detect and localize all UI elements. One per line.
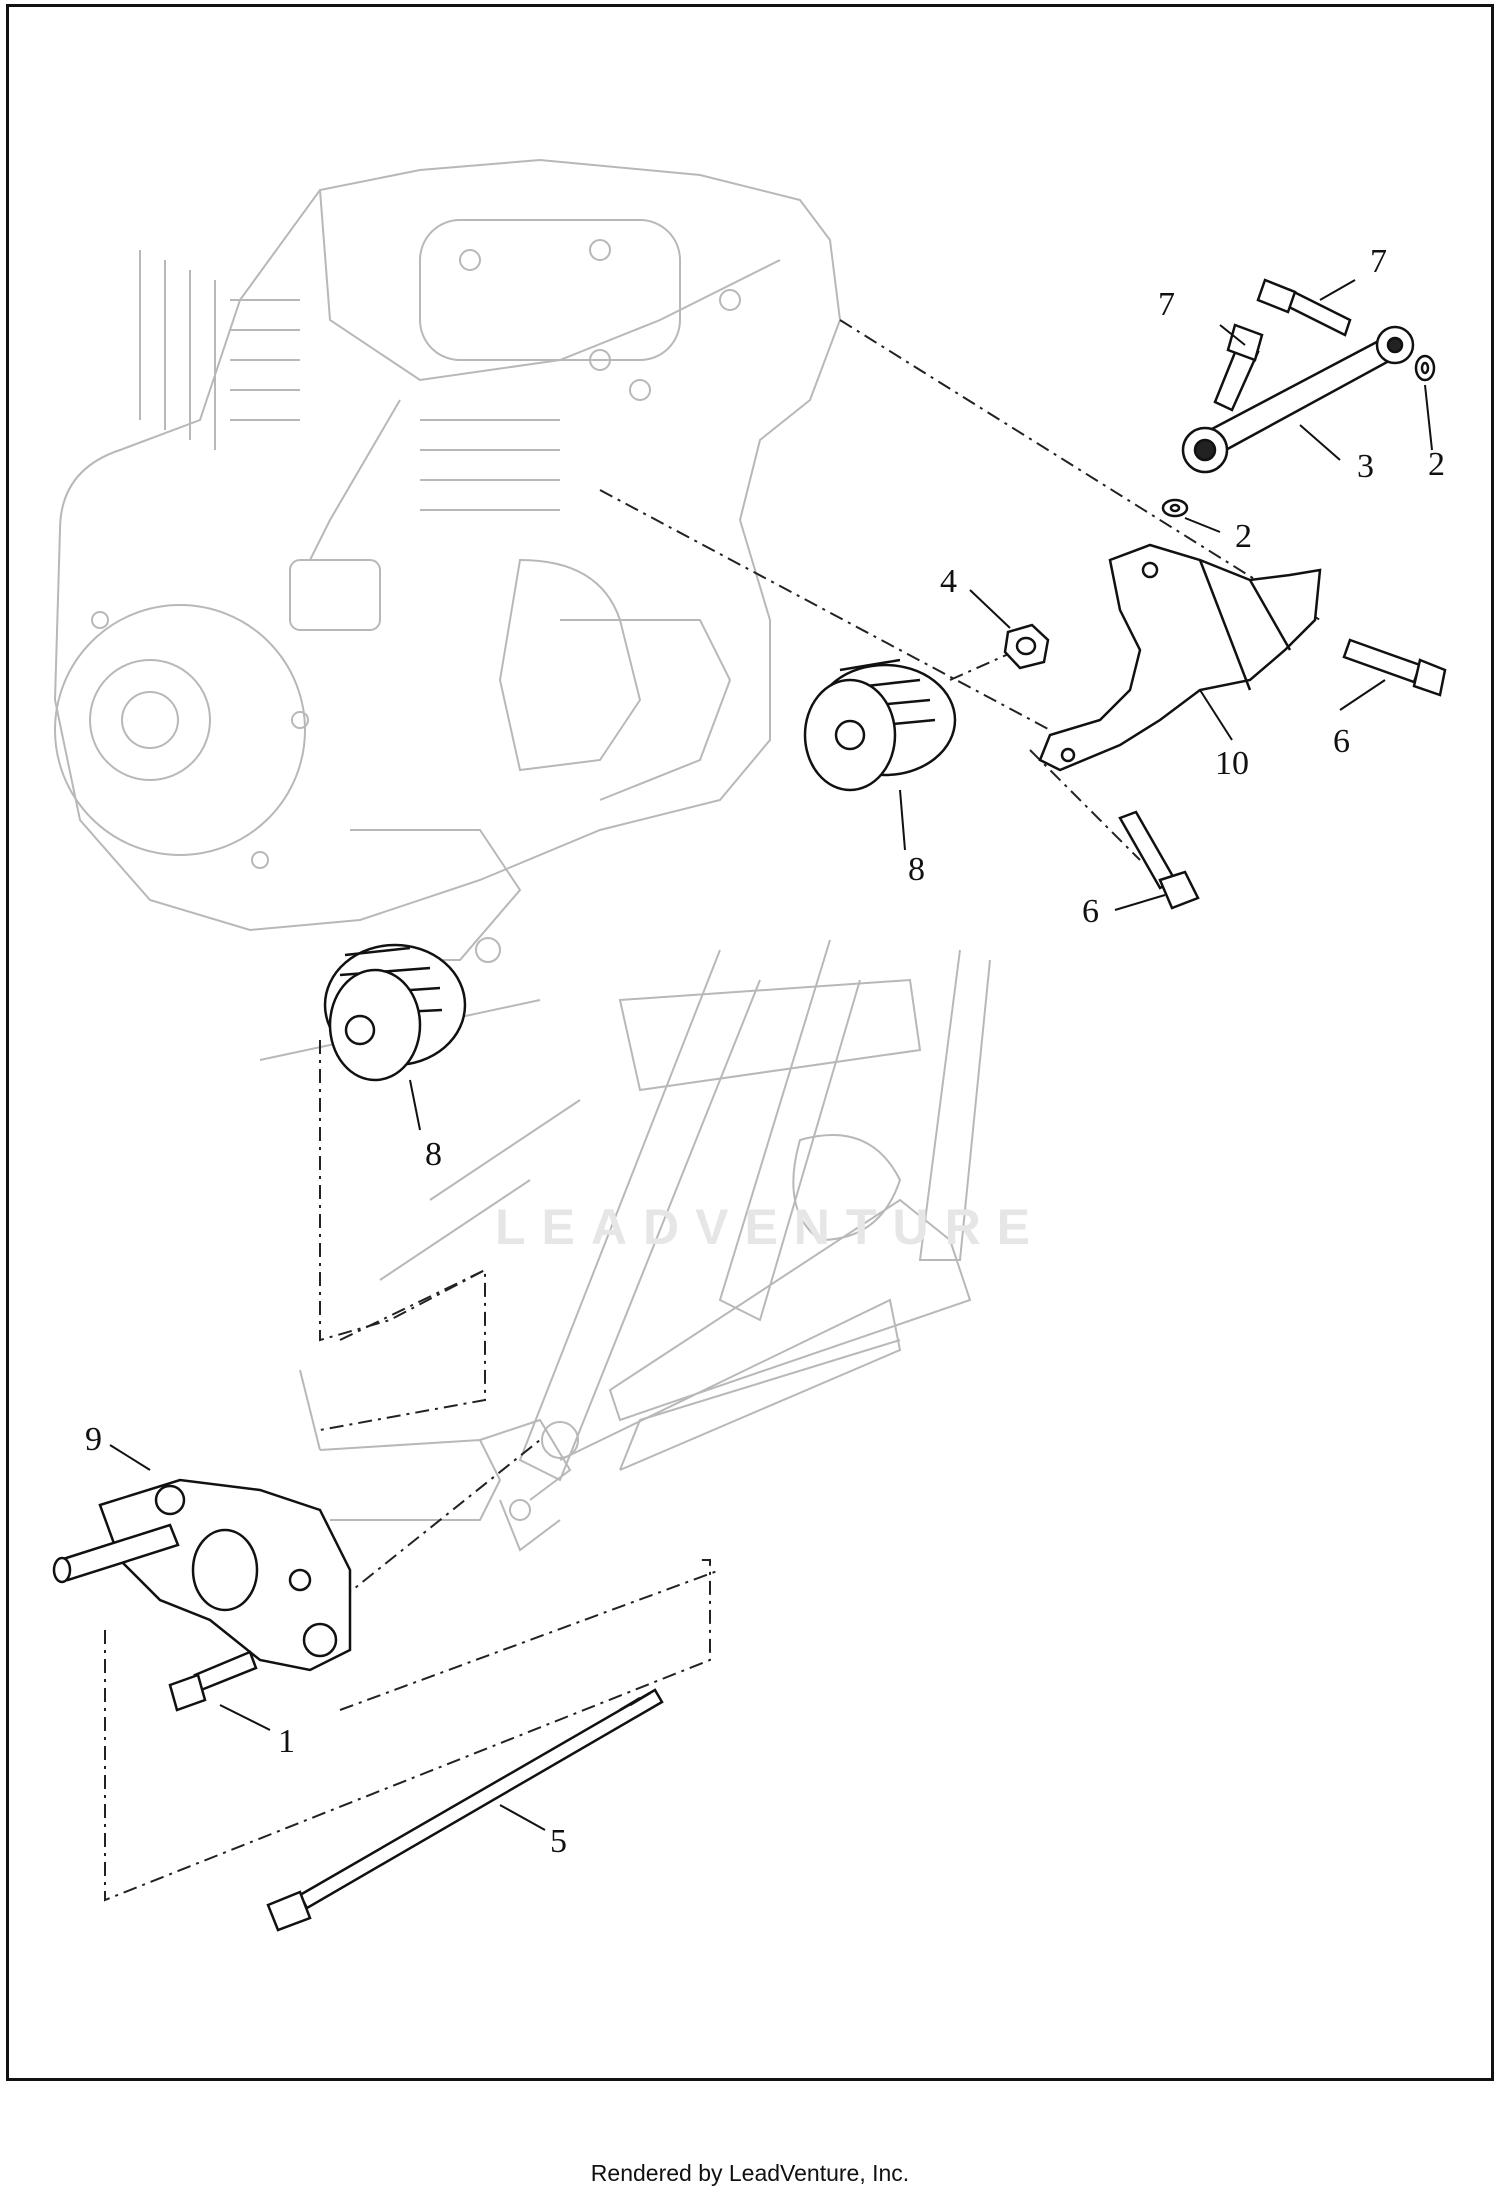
link-3 [1181, 325, 1415, 474]
engine-ghost [53, 158, 842, 963]
washer-2 [1161, 354, 1436, 518]
callout-6-right: 6 [1333, 723, 1350, 760]
callout-7-lower: 7 [1158, 286, 1175, 323]
mount-8-lower [323, 943, 467, 1082]
bolt-6 [1118, 638, 1447, 910]
bolt-1 [168, 1650, 258, 1712]
frame-ghost [259, 939, 991, 1552]
callout-8-lower: 8 [425, 1136, 442, 1173]
callout-4: 4 [940, 563, 957, 600]
callout-2-right: 2 [1428, 446, 1445, 483]
callout-9: 9 [85, 1421, 102, 1458]
callout-3: 3 [1357, 448, 1374, 485]
nut-4 [1003, 623, 1050, 670]
callout-6-lower: 6 [1082, 893, 1099, 930]
mount-8-upper [803, 658, 957, 792]
callout-1: 1 [278, 1723, 295, 1760]
bracket-10 [1038, 543, 1322, 772]
footer-credit: Rendered by LeadVenture, Inc. [590, 2160, 910, 2186]
callout-5: 5 [550, 1823, 567, 1860]
bolt-7-upper [1256, 278, 1352, 337]
watermark: LEADVENTURE [495, 1199, 1047, 1255]
callout-2-lower: 2 [1235, 518, 1252, 555]
stud-5 [266, 1688, 664, 1932]
callout-10: 10 [1215, 745, 1249, 782]
bracket-9 [52, 1478, 352, 1672]
callout-7-upper: 7 [1370, 243, 1387, 280]
bolt-7-lower [1213, 323, 1264, 412]
callout-8-upper: 8 [908, 851, 925, 888]
callout-leaders [109, 279, 1433, 1831]
